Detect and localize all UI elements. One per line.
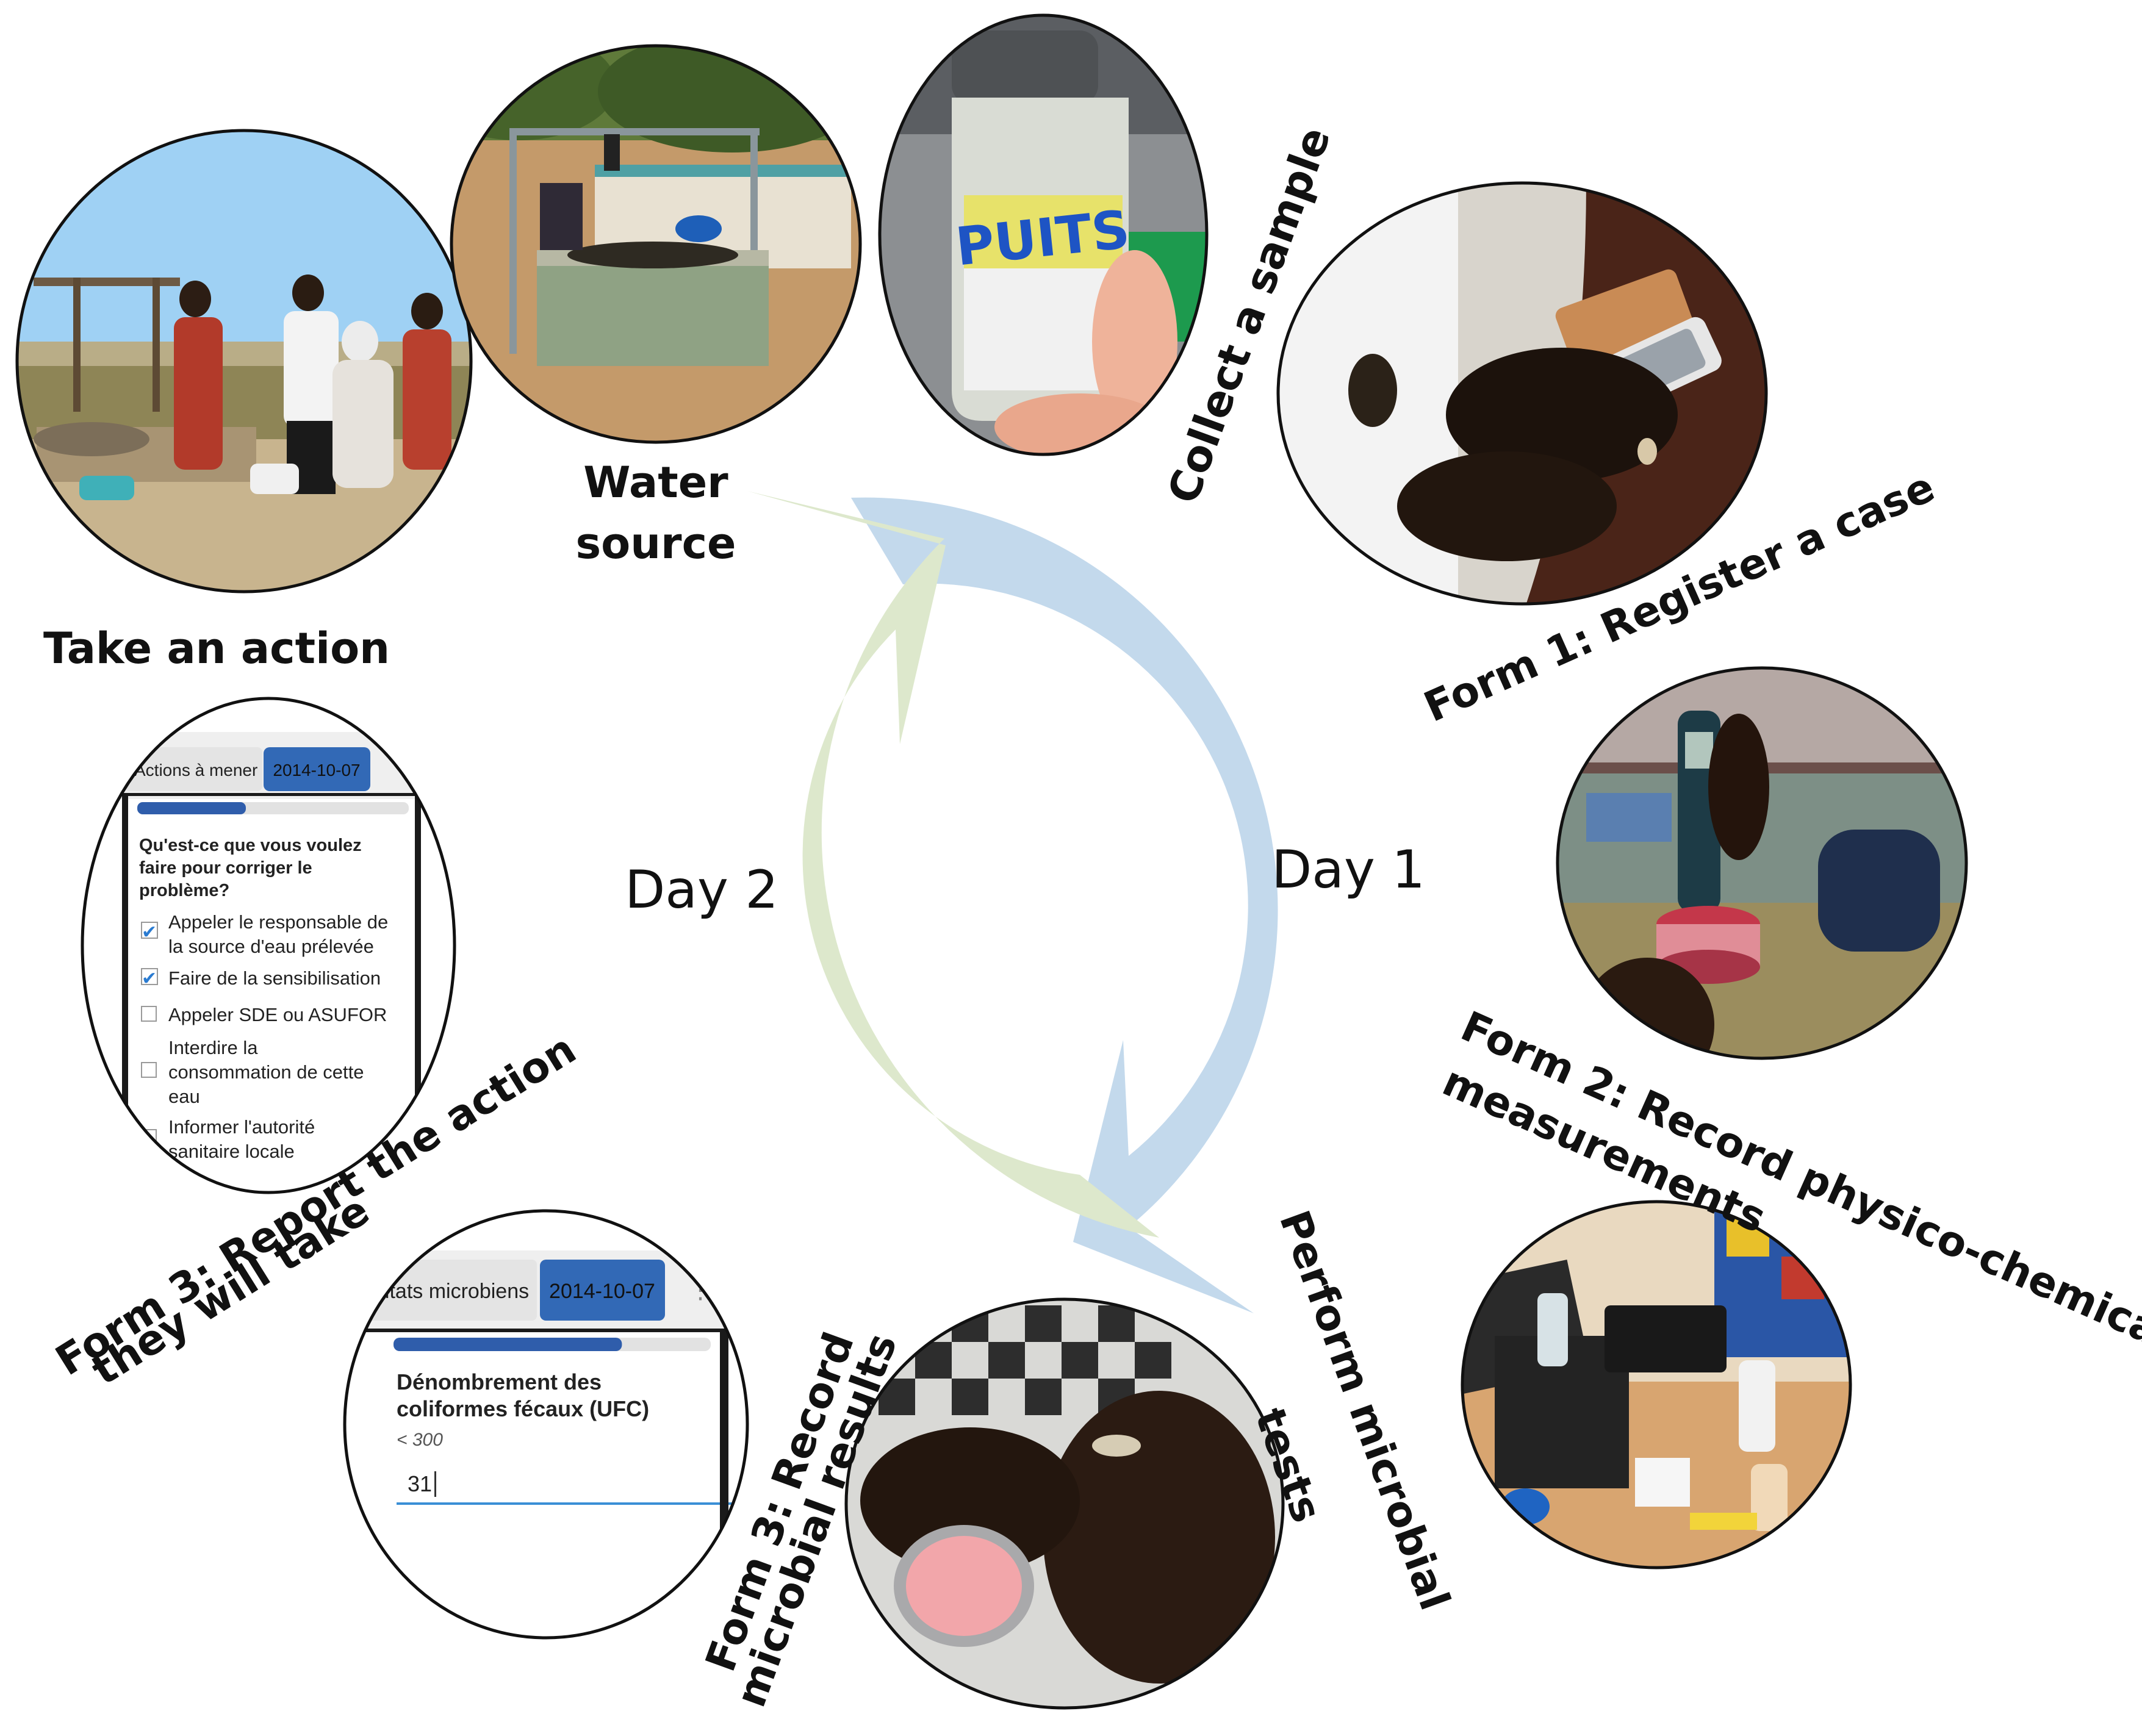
checkbox[interactable] [141, 1062, 157, 1078]
checkbox[interactable] [141, 968, 158, 985]
progress-fill [394, 1338, 622, 1351]
option-label-line: Appeler SDE ou ASUFOR [168, 1004, 387, 1025]
check-icon: ✔ [142, 922, 157, 942]
actions-date-label: 2014-10-07 [273, 761, 360, 780]
label-take-action: Take an action [43, 623, 390, 673]
option-label-line: Faire de la sensibilisation [168, 967, 381, 989]
date-chip [540, 1260, 665, 1321]
tab-microbial-results-label: ultats microbiens [373, 1280, 529, 1303]
actions-question-line-3: problème? [139, 881, 229, 900]
option-label-line: sanitaire locale [168, 1141, 295, 1162]
answer-hint: < 300 [397, 1430, 443, 1450]
photo-register-phone [1276, 181, 1768, 606]
question-line-2: coliformes fécaux (UFC) [397, 1396, 649, 1421]
screen-microbial-results-form: ultats microbiens 2014-10-07 ⋮ Dénombrem… [343, 1209, 749, 1640]
option-label-line: Interdire la [168, 1037, 258, 1058]
option-label-line: la source d'eau prélevée [168, 936, 374, 957]
check-icon: ✔ [142, 969, 157, 989]
photo-sample-bottle: PUITS [878, 13, 1209, 456]
day1-label: Day 1 [1271, 839, 1425, 900]
date-chip-label: 2014-10-07 [549, 1280, 655, 1303]
cycle-arrows [747, 491, 1278, 1313]
photo-physico-chemical-meter [1556, 666, 1968, 1060]
label-water-source-line2: source [575, 518, 736, 569]
photo-water-source [450, 44, 862, 444]
checkbox[interactable] [141, 922, 158, 939]
actions-question-line-1: Qu'est-ce que vous voulez [139, 836, 362, 855]
day2-label: Day 2 [625, 859, 778, 920]
answer-underline [397, 1502, 738, 1505]
answer-input[interactable]: 31 [408, 1471, 432, 1496]
option-call-source-manager[interactable]: ✔ Appeler le responsable de la source d'… [141, 911, 388, 957]
label-microbial-tests-line1: Perform microbial [1270, 1205, 1459, 1616]
option-awareness[interactable]: ✔ Faire de la sensibilisation [141, 967, 381, 989]
actions-date-chip [264, 747, 370, 791]
checkbox[interactable] [141, 1006, 157, 1022]
photo-take-action [15, 129, 473, 594]
option-call-sde[interactable]: Appeler SDE ou ASUFOR [141, 1004, 387, 1025]
label-form3-action-line2: they will take [84, 1186, 378, 1395]
actions-question-line-2: faire pour corriger le [139, 858, 312, 878]
option-label-line: Informer l'autorité [168, 1116, 315, 1138]
option-forbid-consumption[interactable]: Interdire la consommation de cette eau [141, 1037, 364, 1107]
label-water-source-line1: Water [583, 457, 728, 508]
option-label-line: consommation de cette [168, 1061, 364, 1083]
tab-actions[interactable] [125, 747, 262, 791]
photo-filter-results [844, 1297, 1285, 1710]
actions-progress-fill [137, 802, 246, 814]
option-inform-health-authority[interactable]: Informer l'autorité sanitaire locale [141, 1116, 315, 1162]
question-line-1: Dénombrement des [397, 1369, 602, 1394]
photo-microbial-test-kit [1461, 1200, 1852, 1569]
option-label-line: Appeler le responsable de [168, 911, 388, 933]
screen-actions-form: Actions à mener 2014-10-07 Qu'est-ce que… [81, 697, 456, 1194]
option-label-line: eau [168, 1086, 200, 1107]
tab-actions-label: Actions à mener [134, 761, 257, 780]
